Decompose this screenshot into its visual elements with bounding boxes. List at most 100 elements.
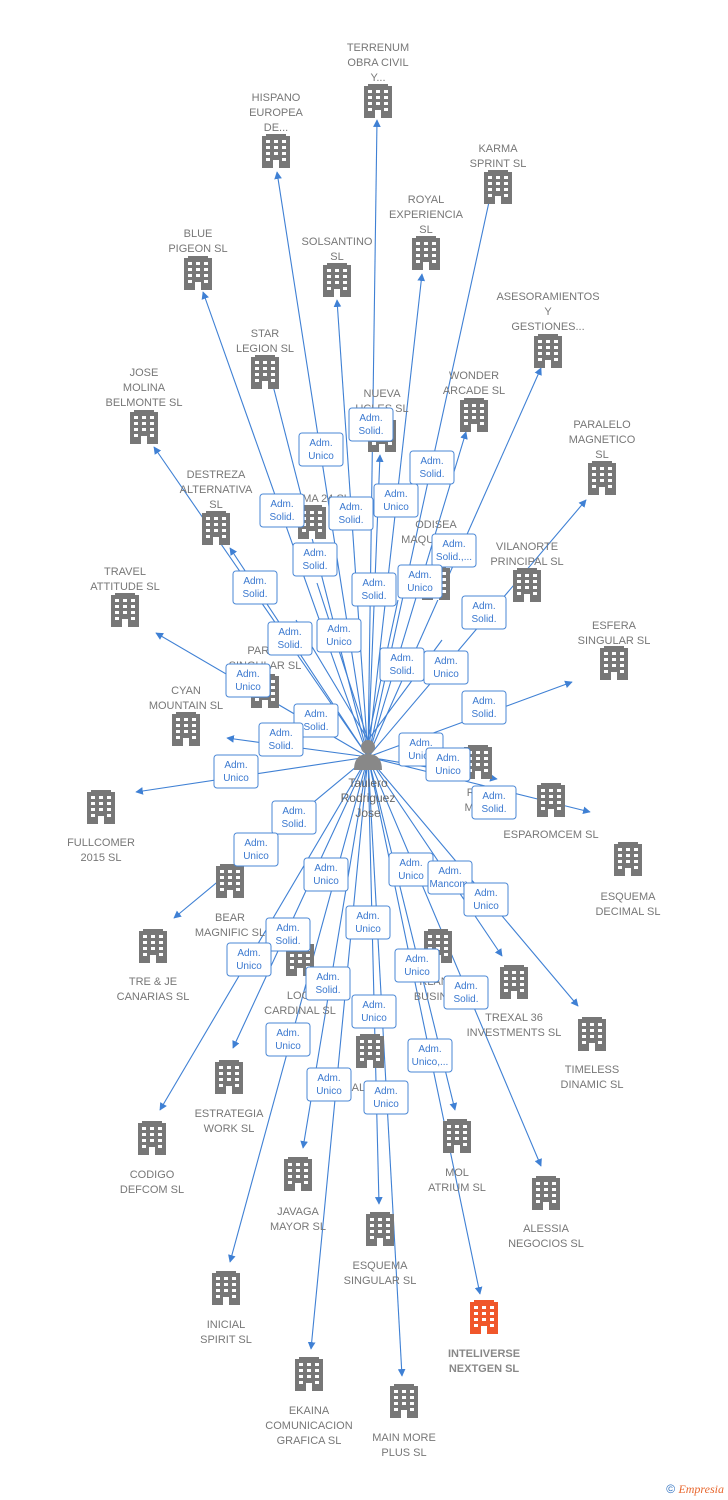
role-badge[interactable]: Adm.Unico: [298, 432, 344, 467]
company-node-esparomcem[interactable]: ESPAROMCEM SL: [503, 783, 599, 841]
role-badge[interactable]: Adm.Solid.: [348, 407, 394, 442]
building-icon: [130, 410, 158, 444]
role-badge[interactable]: Adm.Unico,...: [407, 1038, 453, 1073]
role-badge-text: Adm.Unico: [223, 760, 249, 784]
role-badge[interactable]: Adm.Unico: [225, 663, 271, 698]
copyright-symbol: ©: [666, 1482, 676, 1496]
role-badge[interactable]: Adm.Solid.,...: [431, 533, 477, 568]
role-badge[interactable]: Adm.Unico: [306, 1067, 352, 1102]
role-badge[interactable]: Adm.Solid.: [305, 966, 351, 1001]
role-badge[interactable]: Adm.Solid.: [461, 595, 507, 630]
role-badge[interactable]: Adm.Solid.: [258, 722, 304, 757]
role-badge[interactable]: Adm.Unico: [233, 832, 279, 867]
role-badge[interactable]: Adm.Solid.: [328, 496, 374, 531]
role-badge[interactable]: Adm.Unico: [351, 994, 397, 1029]
role-badge-text: Adm.Unico: [275, 1028, 301, 1052]
role-badge[interactable]: Adm.Unico: [423, 650, 469, 685]
role-badge[interactable]: Adm.Solid.: [471, 785, 517, 820]
role-badge[interactable]: Adm.Unico: [226, 942, 272, 977]
role-badge[interactable]: Adm.Unico: [265, 1022, 311, 1057]
footer-credit[interactable]: © Empresia: [666, 1482, 724, 1497]
building-icon: [484, 170, 512, 204]
role-badge[interactable]: Adm.Unico: [397, 564, 443, 599]
building-icon: [534, 334, 562, 368]
building-icon: [537, 783, 565, 817]
building-icon: [460, 398, 488, 432]
edge-to-timeless: [367, 756, 579, 1007]
role-badge[interactable]: Adm.Solid.: [443, 975, 489, 1010]
role-badge-text: Adm.Solid.: [277, 627, 302, 651]
role-badge[interactable]: Adm.Unico: [345, 905, 391, 940]
role-badge-text: Adm.Unico: [236, 948, 262, 972]
edge-to-estrategia: [232, 756, 369, 1049]
role-badge[interactable]: Adm.Unico: [303, 857, 349, 892]
role-badge[interactable]: Adm.Solid.: [293, 703, 339, 738]
role-badge[interactable]: Adm.Solid.: [409, 450, 455, 485]
role-badge-text: Adm.Unico: [407, 570, 433, 594]
role-badge-text: Adm.Solid.: [471, 601, 496, 625]
role-badge[interactable]: Adm.Solid.: [461, 690, 507, 725]
role-badge[interactable]: Adm.Solid.: [292, 542, 338, 577]
role-badge[interactable]: Adm.Solid.: [351, 572, 397, 607]
role-badge-text: Adm.Solid.: [281, 806, 306, 830]
edge-to-inteliverse: [367, 756, 483, 1295]
role-badge[interactable]: Adm.Unico: [213, 754, 259, 789]
role-badge[interactable]: Adm.Unico: [388, 852, 434, 887]
role-badge[interactable]: Adm.Solid.: [379, 647, 425, 682]
role-badge-text: Adm.Unico: [235, 669, 261, 693]
role-badge[interactable]: Adm.Solid.: [259, 493, 305, 528]
role-badge[interactable]: Adm.Solid.: [232, 570, 278, 605]
role-badge[interactable]: Adm.Unico: [373, 483, 419, 518]
role-badge[interactable]: Adm.Unico: [394, 948, 440, 983]
role-badge[interactable]: Adm.Solid.: [265, 917, 311, 952]
role-badge-text: Adm.Unico: [408, 738, 434, 762]
role-badge[interactable]: Adm.Solid.: [271, 800, 317, 835]
role-badge[interactable]: Adm.Unico: [463, 882, 509, 917]
building-icon: [172, 712, 200, 746]
role-badge[interactable]: Adm.Mancom.: [427, 860, 473, 895]
building-icon: [184, 256, 212, 290]
role-badge[interactable]: Adm.Unico: [316, 618, 362, 653]
role-badge[interactable]: Adm.Unico: [363, 1080, 409, 1115]
role-badge[interactable]: Adm.Solid.: [267, 621, 313, 656]
building-icon: [87, 790, 115, 824]
role-badge[interactable]: Adm.Unico: [425, 747, 471, 782]
